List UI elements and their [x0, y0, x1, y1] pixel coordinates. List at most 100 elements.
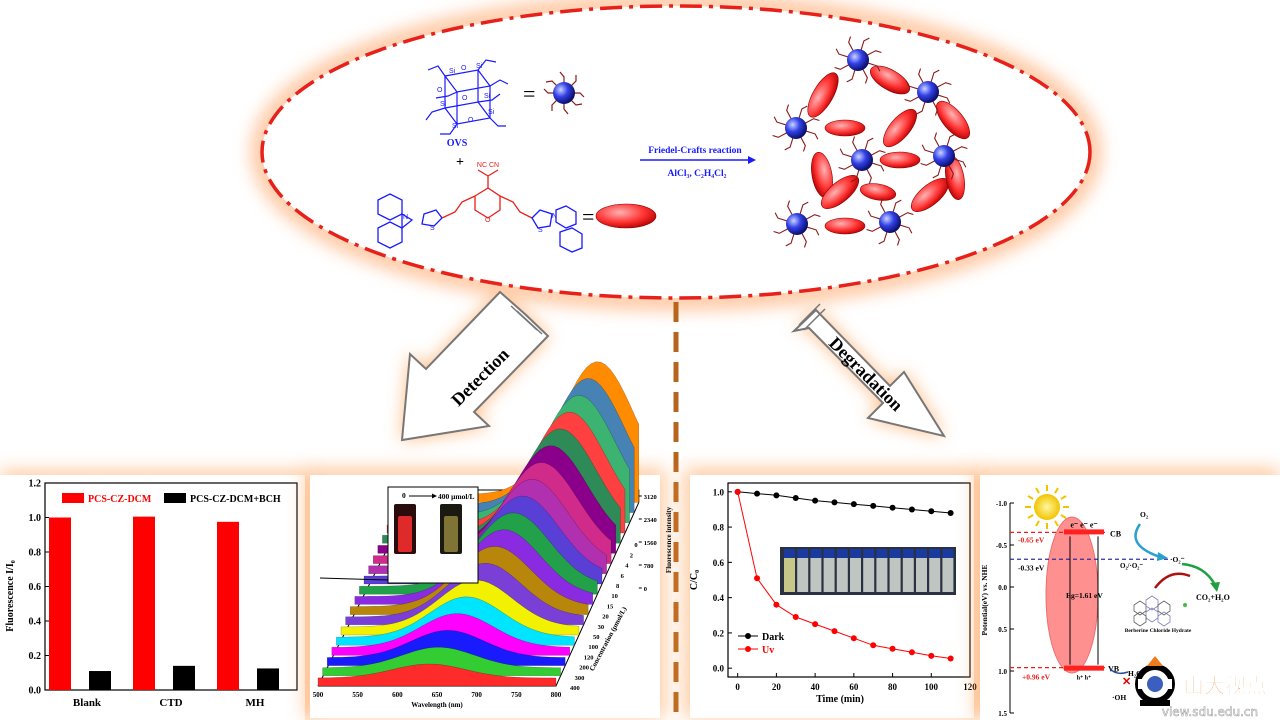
concentration-tick-label: 400 — [570, 685, 580, 692]
polymer-arm — [786, 104, 792, 120]
polymer-linker — [879, 151, 921, 169]
o2-label: O₂ — [1140, 510, 1149, 519]
electrons-label: e⁻ e⁻ e⁻ — [1070, 520, 1097, 529]
concentration-tick-label: 20 — [602, 614, 609, 621]
polymer-arm — [898, 212, 914, 218]
vial-cap — [916, 549, 927, 558]
polymer-arm — [866, 50, 882, 56]
molecule-ring — [1133, 600, 1147, 616]
polymer-arm — [937, 94, 951, 104]
vial — [863, 558, 875, 592]
o-atom: O — [437, 87, 443, 94]
data-point — [908, 506, 915, 513]
data-point — [792, 494, 799, 501]
polymer-node — [879, 211, 901, 233]
vial-cap — [797, 549, 809, 558]
polymer-arm — [852, 136, 858, 152]
polymer-arm — [916, 101, 926, 115]
polymer-arm — [839, 148, 853, 158]
ovs-structure — [425, 59, 509, 135]
molecule-ring — [1157, 600, 1171, 616]
polymer-arm — [918, 68, 924, 84]
n-atom: N — [552, 213, 557, 220]
x-tick-label: 750 — [511, 691, 522, 699]
inset-frame — [387, 486, 479, 584]
equals-sign: = — [582, 204, 594, 229]
y-tick-label: 0.8 — [713, 523, 725, 533]
polymer-arm — [850, 169, 860, 183]
pollutant-arrow — [1154, 572, 1191, 589]
concentration-tick-label: 30 — [598, 624, 605, 631]
polymer-arm — [846, 69, 856, 83]
concentration-tick-label: 6 — [621, 573, 625, 580]
z-tick-label: 780 — [644, 563, 654, 570]
polymer-arm — [953, 158, 967, 168]
polymer-arm — [934, 132, 940, 148]
spectrum-surface — [317, 663, 557, 687]
reaction-arrow — [640, 156, 756, 164]
h2o-arrow — [1109, 667, 1129, 675]
polymer-arm — [870, 150, 886, 156]
polymer-arm — [785, 233, 795, 247]
polymer-arm — [805, 214, 821, 220]
y-tick-label: 0.4 — [29, 617, 42, 628]
data-point — [773, 492, 780, 499]
y-tick-label: 1.0 — [998, 668, 1007, 676]
vial — [784, 558, 795, 592]
vb-bar — [1064, 665, 1104, 671]
data-point — [792, 614, 799, 621]
vial-cap — [929, 549, 941, 558]
data-point — [928, 652, 935, 659]
berberine-molecule — [1133, 595, 1171, 627]
holes-label: h⁺ h⁺ — [1077, 675, 1092, 682]
vb-label: VB — [1108, 665, 1120, 674]
polymer-arm — [866, 226, 882, 232]
cb-bar — [1064, 529, 1104, 535]
bar — [89, 671, 111, 690]
polymer-arm — [838, 164, 854, 170]
legend-swatch — [62, 493, 84, 503]
polymer-arm — [804, 118, 820, 124]
polymer-linker — [859, 183, 897, 201]
vial-cap — [889, 549, 901, 558]
polymer-arm — [772, 132, 788, 138]
polymer-node — [847, 49, 869, 71]
cb-value: -0.65 eV — [1018, 535, 1045, 544]
x-tick-label: 40 — [811, 682, 821, 692]
polymer-linker — [824, 119, 866, 137]
vial — [929, 558, 941, 592]
vial-cap — [876, 549, 888, 558]
legend-label: PCS-CZ-DCM+BCH — [190, 494, 281, 505]
concentration-tick-label: 10 — [611, 593, 618, 600]
x-tick-label: 500 — [313, 691, 324, 699]
polymer-arm — [801, 232, 807, 248]
polymer-arm — [798, 105, 808, 119]
concentration-tick-label: 15 — [607, 603, 614, 610]
polymer-node — [851, 149, 873, 171]
polymer-linker — [807, 72, 839, 118]
x-tick-label: 550 — [352, 691, 363, 699]
vial — [850, 558, 861, 592]
z-axis-label: Fluorescence intensity — [665, 506, 673, 573]
polymer-arm — [806, 226, 820, 236]
bar — [49, 517, 71, 690]
polymer-arm — [800, 136, 806, 152]
polymer-arm — [946, 133, 956, 147]
bar — [217, 521, 239, 690]
polymer-node — [786, 213, 808, 235]
vial-cap — [810, 549, 822, 558]
si-atom: Si — [449, 68, 456, 75]
products-label: CO₂+H₂O — [1196, 593, 1230, 602]
data-point — [831, 499, 838, 506]
polymer-network — [772, 36, 970, 248]
z-tick-label: 1560 — [644, 540, 657, 547]
polymer-arm — [805, 130, 819, 140]
concentration-tick-label: 2 — [630, 552, 633, 559]
